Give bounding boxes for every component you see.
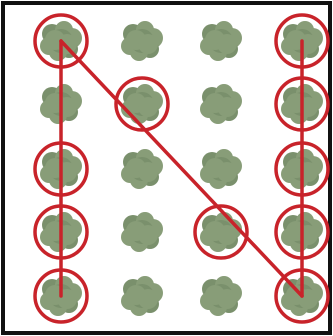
- grid-cell[interactable]: [189, 266, 253, 326]
- grid-cell[interactable]: [110, 202, 174, 262]
- grid-cell[interactable]: [110, 266, 174, 326]
- grid-cell[interactable]: [110, 11, 174, 71]
- path-lines: [61, 41, 302, 296]
- grid-cell[interactable]: [189, 74, 253, 134]
- grid-cell[interactable]: [189, 139, 253, 199]
- grid-cell[interactable]: [189, 11, 253, 71]
- path-line: [61, 41, 302, 296]
